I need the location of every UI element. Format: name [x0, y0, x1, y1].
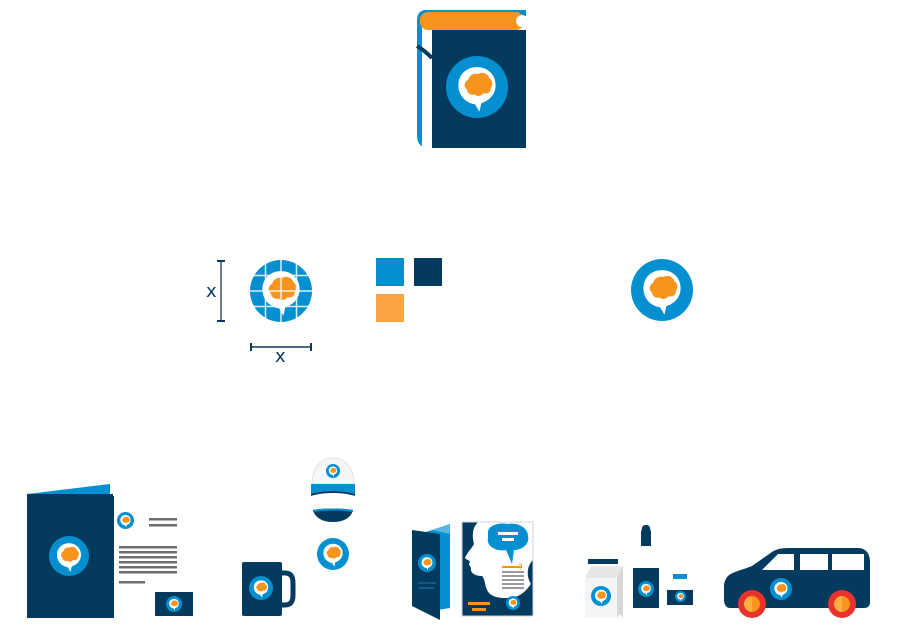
folder-stationery	[25, 484, 197, 620]
swatch-blue	[376, 258, 404, 286]
width-label: x	[275, 346, 286, 367]
brochure-poster: ?	[410, 520, 535, 620]
badge	[317, 538, 349, 570]
height-dimension-line	[217, 260, 225, 322]
hero-book	[415, 10, 528, 150]
primary-logo	[631, 259, 693, 321]
question-mark: ?	[518, 563, 523, 573]
width-dimension-line	[250, 343, 312, 351]
swatch-navy	[414, 258, 442, 286]
mug	[241, 561, 297, 617]
swatch-orange	[376, 294, 404, 322]
grid-logo	[250, 260, 312, 322]
height-label: x	[206, 281, 217, 302]
color-palette	[376, 258, 446, 324]
van	[722, 546, 874, 618]
construction-diagram: x x	[205, 255, 325, 370]
cap	[309, 456, 357, 522]
packaging	[583, 522, 698, 620]
